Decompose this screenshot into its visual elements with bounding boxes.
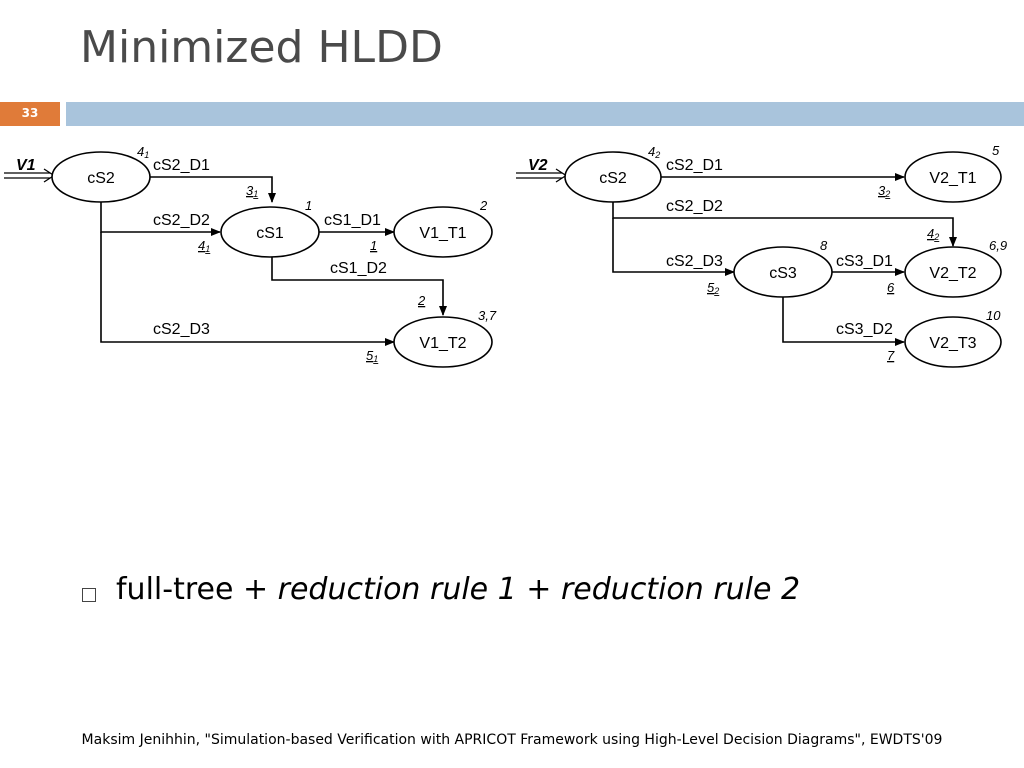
d2-ann-t3-in: 7 bbox=[887, 348, 895, 363]
d2-node-t1: V2_T1 bbox=[904, 151, 1002, 203]
d1-node-root-label: cS2 bbox=[87, 170, 115, 187]
d1-ann-t2-top: 3,7 bbox=[478, 308, 497, 323]
d1-node-mid: cS1 bbox=[220, 206, 320, 258]
d1-input-label: V1 bbox=[16, 157, 36, 174]
d1-edge-s1d2-label: cS1_D2 bbox=[330, 260, 387, 277]
d1-ann-t2-in-top: 2 bbox=[417, 293, 426, 308]
d2-edge-s3d2 bbox=[782, 297, 905, 346]
slide-title: Minimized HLDD bbox=[80, 22, 443, 73]
bullet-text: full-tree + reduction rule 1 + reduction… bbox=[116, 572, 800, 607]
d2-node-t2: V2_T2 bbox=[904, 246, 1002, 298]
header-bar bbox=[66, 102, 1024, 126]
d1-ann-mid-top: 1 bbox=[305, 198, 312, 213]
d2-node-t3-label: V2_T3 bbox=[929, 335, 976, 352]
d1-node-root: cS2 bbox=[51, 151, 151, 203]
d2-edge-s3d2-label: cS3_D2 bbox=[836, 321, 893, 338]
d1-edge-d3-label: cS2_D3 bbox=[153, 321, 210, 338]
d1-node-mid-label: cS1 bbox=[256, 225, 284, 242]
d2-ann-t1-top: 5 bbox=[992, 143, 1000, 158]
d1-ann-mid-in-bottom: 41 bbox=[198, 238, 210, 254]
d1-edge-d3 bbox=[100, 232, 395, 346]
bullet-part-4: reduction rule 2 bbox=[560, 572, 801, 607]
d1-edge-d2-label: cS2_D2 bbox=[153, 212, 210, 229]
d1-edge-d1 bbox=[150, 176, 276, 203]
d2-node-root: cS2 bbox=[564, 151, 662, 203]
d1-ann-t1-in: 1 bbox=[370, 238, 377, 253]
bullet-part-1: full-tree + bbox=[116, 572, 278, 607]
bullet-part-3: + bbox=[516, 572, 561, 607]
slide-footer: Maksim Jenihhin, "Simulation-based Verif… bbox=[81, 732, 943, 748]
d1-edge-s1d2 bbox=[271, 257, 447, 316]
bullet-part-2: reduction rule 1 bbox=[277, 572, 517, 607]
slide-number: 33 bbox=[21, 106, 39, 120]
d2-ann-mid-top: 8 bbox=[820, 238, 828, 253]
d2-node-root-label: cS2 bbox=[599, 170, 627, 187]
d2-edge-s3d1-label: cS3_D1 bbox=[836, 253, 893, 270]
d1-edge-s1d1-label: cS1_D1 bbox=[324, 212, 381, 229]
d2-node-t1-label: V2_T1 bbox=[929, 170, 976, 187]
d2-ann-t2-in: 6 bbox=[887, 280, 895, 295]
d2-input-label: V2 bbox=[528, 157, 548, 174]
d2-edge-d2 bbox=[612, 201, 957, 247]
d2-ann-t2-top: 6,9 bbox=[989, 238, 1007, 253]
d2-edge-d1-label: cS2_D1 bbox=[666, 157, 723, 174]
d1-ann-mid-in-top: 31 bbox=[246, 183, 258, 199]
d2-ann-root-top: 42 bbox=[648, 144, 660, 160]
d1-node-t1: V1_T1 bbox=[393, 206, 493, 258]
d2-node-t3: V2_T3 bbox=[904, 316, 1002, 368]
d2-edge-d2-label: cS2_D2 bbox=[666, 198, 723, 215]
bullet-square-icon bbox=[82, 588, 96, 602]
d2-ann-mid-in: 52 bbox=[707, 280, 719, 296]
d1-node-t1-label: V1_T1 bbox=[419, 225, 466, 242]
d1-ann-root-top: 41 bbox=[137, 144, 149, 160]
d2-edge-d3-label: cS2_D3 bbox=[666, 253, 723, 270]
slide-number-badge bbox=[0, 102, 60, 126]
diagram-1: V1 cS2 cS1 V1_T1 bbox=[4, 144, 497, 368]
d2-node-t2-label: V2_T2 bbox=[929, 265, 976, 282]
diagram-2: V2 cS2 cS3 V2_T1 V2_T2 bbox=[516, 143, 1007, 368]
d2-node-mid: cS3 bbox=[733, 246, 833, 298]
d2-ann-t1-in: 32 bbox=[878, 183, 890, 199]
d2-node-mid-label: cS3 bbox=[769, 265, 797, 282]
d1-ann-t2-in-bottom: 51 bbox=[366, 348, 378, 364]
d2-ann-t2-in-top: 42 bbox=[927, 226, 939, 242]
d1-node-t2-label: V1_T2 bbox=[419, 335, 466, 352]
d1-edge-d1-label: cS2_D1 bbox=[153, 157, 210, 174]
d1-ann-t1-top: 2 bbox=[479, 198, 488, 213]
d2-ann-t3-top: 10 bbox=[986, 308, 1001, 323]
d2-edge-d3 bbox=[612, 218, 735, 276]
d1-node-t2: V1_T2 bbox=[393, 316, 493, 368]
